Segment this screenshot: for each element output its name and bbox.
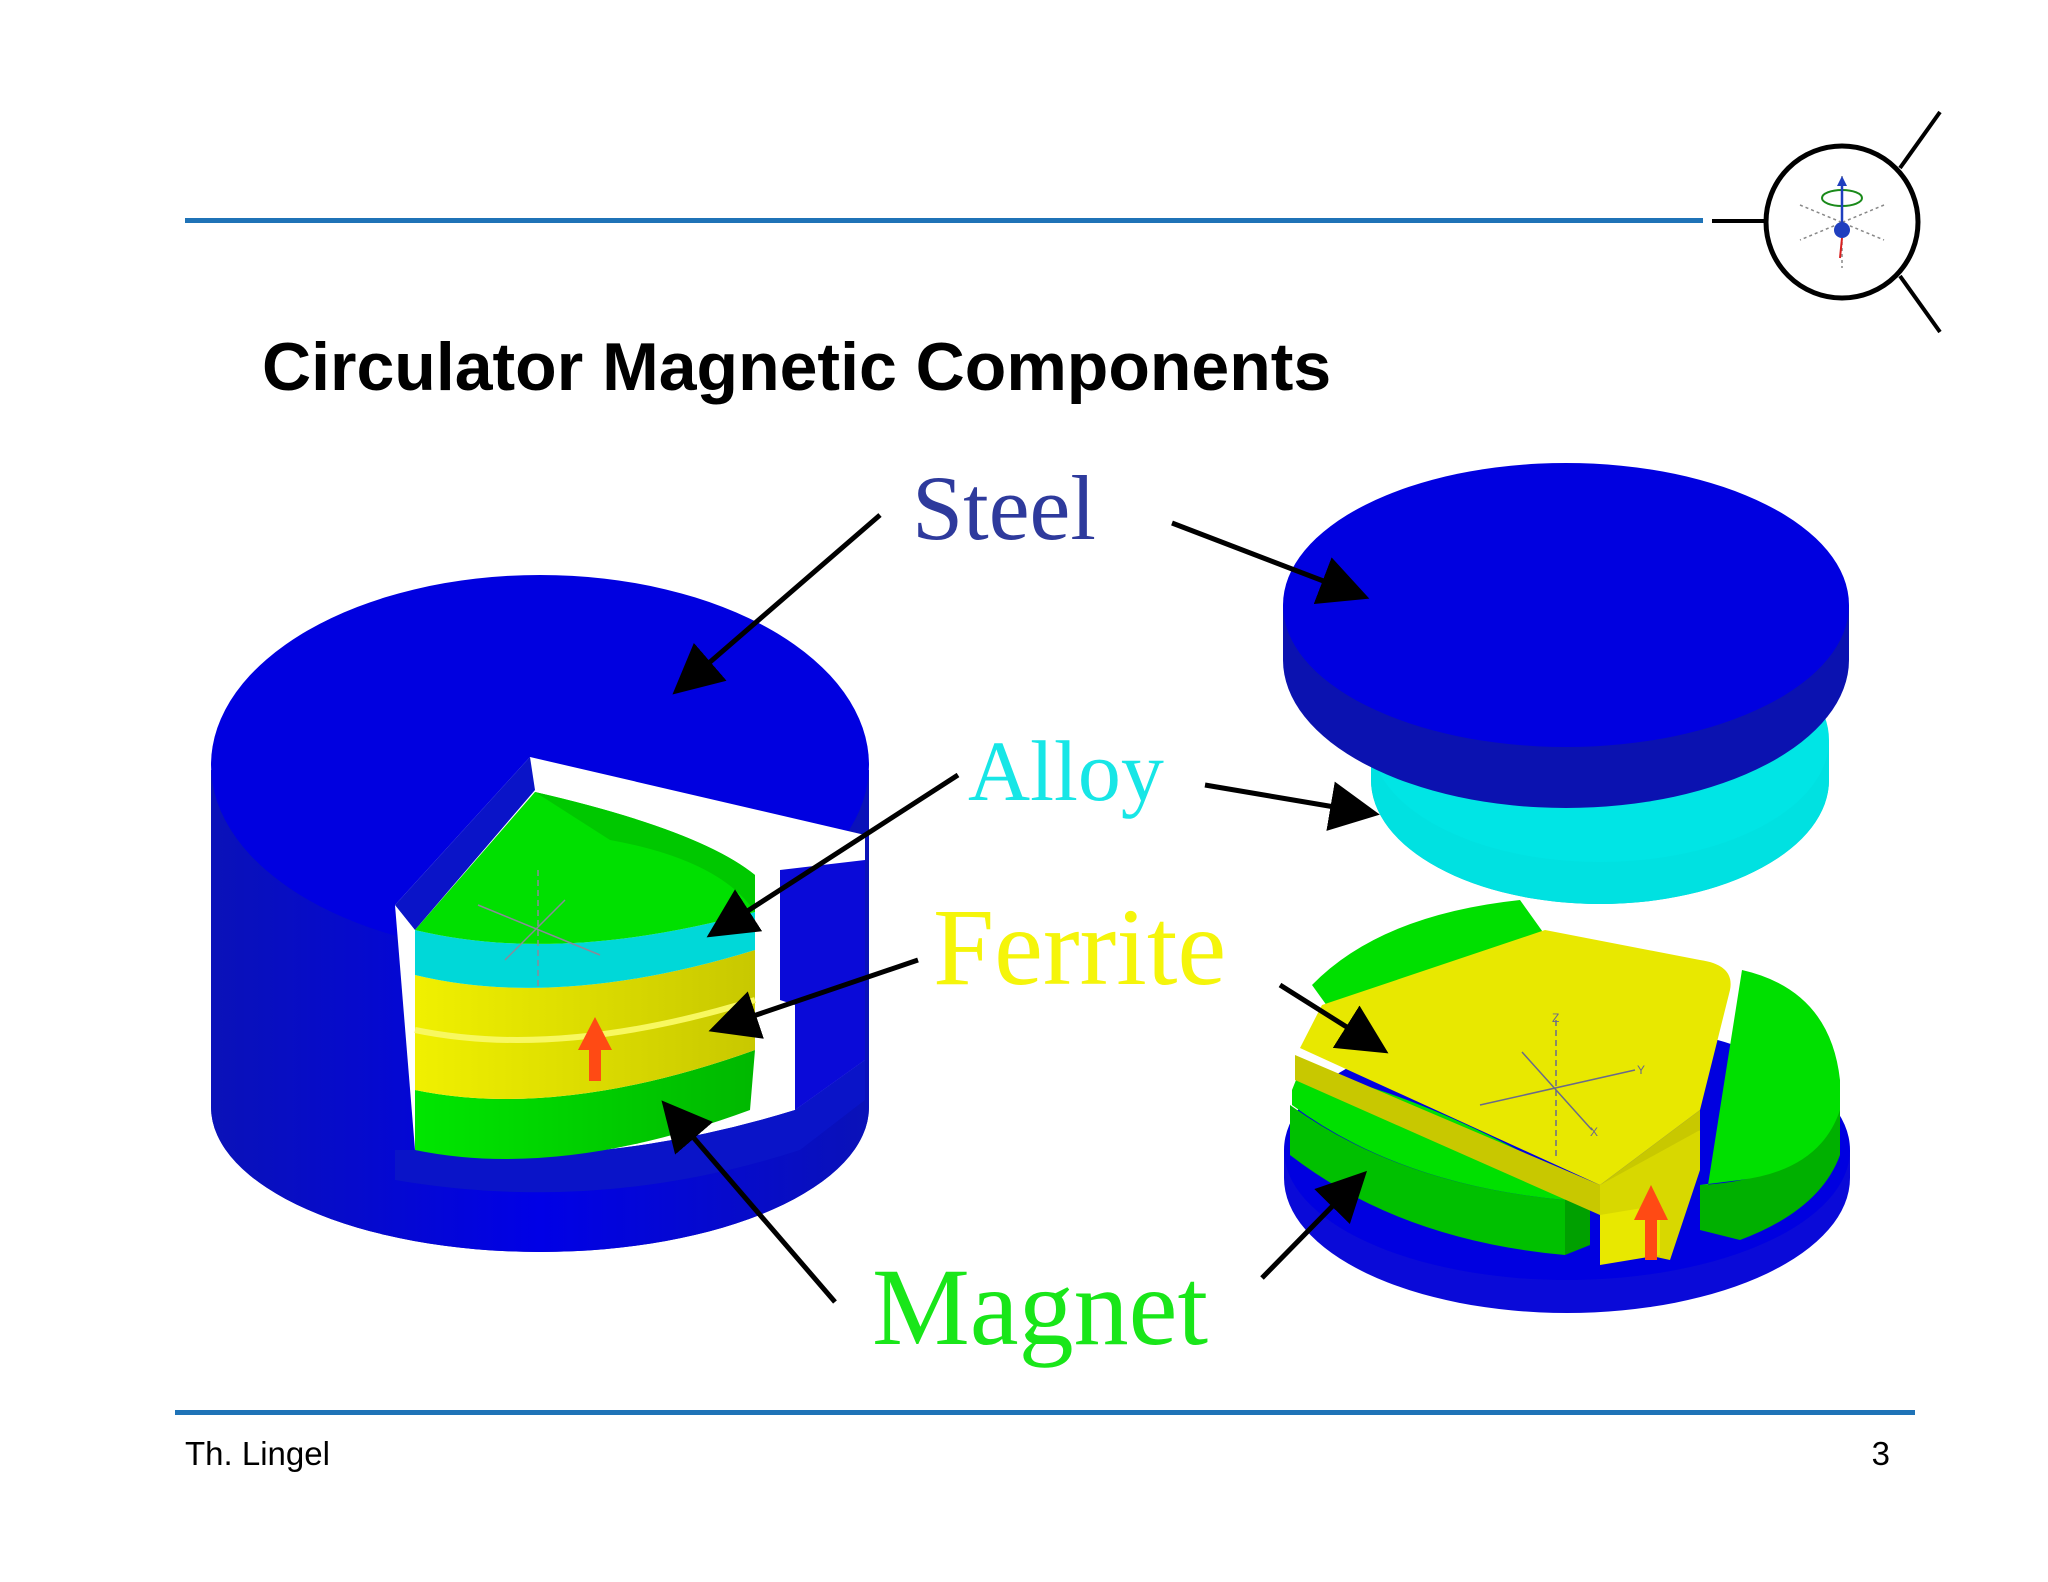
right-ferrite-top xyxy=(1300,930,1731,1185)
label-steel: Steel xyxy=(912,457,1096,559)
right-steel-top xyxy=(1283,463,1849,747)
axis-label-z: Z xyxy=(1552,1011,1559,1025)
label-alloy: Alloy xyxy=(968,723,1164,819)
steel-arrow-left xyxy=(672,513,882,695)
label-magnet: Magnet xyxy=(872,1246,1209,1368)
footer-author: Th. Lingel xyxy=(185,1435,330,1472)
right-top-assembly xyxy=(1283,463,1849,904)
left-magnetization-arrow xyxy=(578,1017,612,1081)
left-assembly xyxy=(211,575,869,1252)
right-magnet-top xyxy=(1312,900,1545,1010)
label-ferrite: Ferrite xyxy=(933,886,1227,1008)
ferrite-arrow-left xyxy=(708,957,919,1039)
alloy-arrow-right xyxy=(1204,781,1380,831)
logo-icon xyxy=(1712,110,1942,334)
left-ferrite xyxy=(415,950,755,1099)
steel-arrow-right xyxy=(1171,520,1370,605)
magnet-arrow-left xyxy=(661,1100,837,1304)
left-alloy xyxy=(415,912,755,988)
right-magnet-right xyxy=(1700,970,1840,1185)
right-bottom-assembly: Z Y X xyxy=(1284,900,1850,1313)
leader-arrows xyxy=(661,513,1389,1304)
axis-label-y: Y xyxy=(1637,1063,1645,1077)
left-magnet-top xyxy=(415,792,755,944)
axis-label-x: X xyxy=(1590,1125,1598,1139)
header-rule xyxy=(185,218,1703,223)
slide-title: Circulator Magnetic Components xyxy=(262,329,1332,405)
right-magnetization-arrow xyxy=(1634,1185,1668,1260)
page-number: 3 xyxy=(1871,1435,1890,1472)
alloy-arrow-left xyxy=(706,772,960,938)
ferrite-arrow-right xyxy=(1278,982,1389,1054)
footer-rule xyxy=(175,1410,1915,1415)
magnet-arrow-right xyxy=(1260,1170,1367,1280)
